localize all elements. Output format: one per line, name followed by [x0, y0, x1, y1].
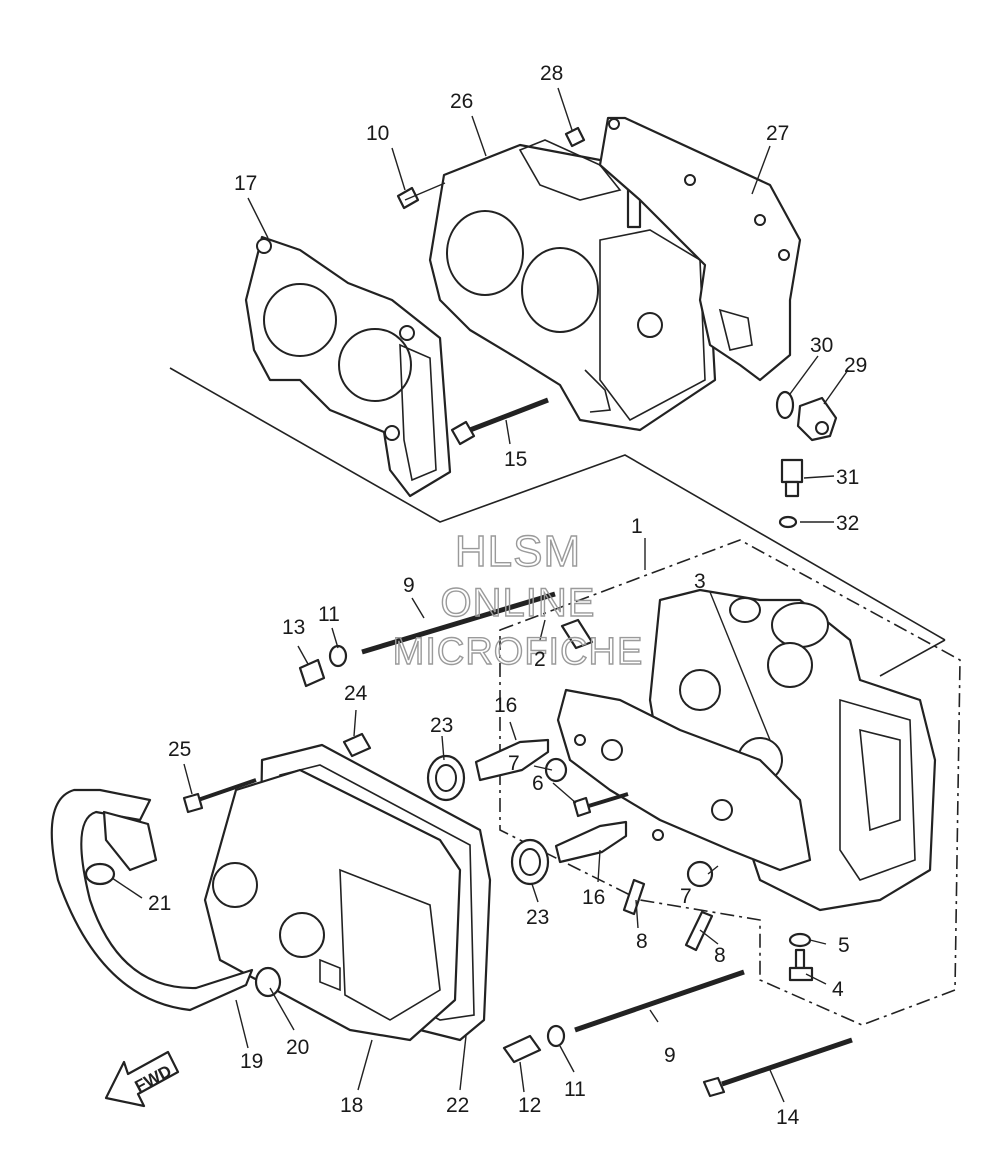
callout-13: 13 — [282, 616, 305, 639]
callout-23-upper: 23 — [430, 714, 453, 737]
callout-21: 21 — [148, 892, 171, 915]
plug-13[interactable] — [298, 658, 326, 688]
callout-11-upper: 11 — [318, 603, 340, 626]
callout-23-lower: 23 — [526, 906, 549, 929]
washer-11-upper[interactable] — [328, 644, 348, 668]
watermark-line1: HLSM — [455, 527, 581, 576]
callout-4: 4 — [832, 978, 844, 1001]
dowel-pin-10[interactable] — [396, 182, 446, 210]
bolt-15[interactable] — [450, 397, 549, 446]
oil-seal-23-lower[interactable] — [510, 838, 550, 886]
callout-29: 29 — [844, 354, 867, 377]
callout-12: 12 — [518, 1094, 541, 1117]
callout-8-left: 8 — [636, 930, 648, 953]
cylinder-gasket[interactable] — [598, 116, 802, 382]
temperature-sensor-31[interactable] — [780, 458, 804, 498]
hose-clamp-21[interactable] — [84, 862, 116, 886]
hose-clamp-20[interactable] — [254, 966, 282, 998]
washer-11-lower[interactable] — [546, 1024, 566, 1048]
lower-group-dashed-outline — [499, 539, 961, 1026]
bolt-4[interactable] — [788, 948, 814, 982]
cylinder-head[interactable] — [648, 588, 937, 912]
callout-31: 31 — [836, 466, 859, 489]
bolt-25[interactable] — [182, 778, 257, 814]
oil-seal-23-upper[interactable] — [426, 754, 466, 802]
o-ring-30[interactable] — [775, 390, 795, 420]
bolt-9-lower[interactable] — [574, 969, 745, 1033]
callout-labels: 1 2 3 4 5 6 7 7 8 8 9 9 10 11 11 12 13 1… — [148, 62, 867, 1129]
upper-group-outline — [169, 367, 946, 641]
callout-7-upper: 7 — [508, 752, 520, 775]
bolt-14[interactable] — [702, 1037, 853, 1098]
plug-12[interactable] — [502, 1034, 542, 1064]
callout-7-lower: 7 — [680, 885, 692, 908]
fwd-arrow-icon: FWD — [104, 1050, 180, 1108]
callout-30: 30 — [810, 334, 833, 357]
callout-2: 2 — [534, 648, 546, 671]
bolt-6[interactable] — [572, 792, 629, 818]
callout-3: 3 — [694, 570, 706, 593]
spring-8-right[interactable] — [684, 910, 714, 952]
upper-group-edge — [879, 639, 946, 677]
callout-1: 1 — [631, 515, 643, 538]
plug-29[interactable] — [796, 396, 838, 442]
callout-28: 28 — [540, 62, 563, 85]
dowel-24[interactable] — [342, 732, 372, 758]
leader-lines — [111, 87, 849, 1103]
washer-5[interactable] — [788, 932, 812, 948]
callout-9-lower: 9 — [664, 1044, 676, 1067]
callout-32: 32 — [836, 512, 859, 535]
spark-plug-16-lower[interactable] — [554, 820, 628, 864]
breather-hose[interactable] — [50, 788, 254, 1012]
dowel-pin-28[interactable] — [564, 126, 586, 148]
callout-22: 22 — [446, 1094, 469, 1117]
head-gasket[interactable] — [244, 235, 452, 498]
callout-19: 19 — [240, 1050, 263, 1073]
callout-9-upper: 9 — [403, 574, 415, 597]
callout-14: 14 — [776, 1106, 800, 1129]
callout-10: 10 — [366, 122, 389, 145]
fitting-2[interactable] — [560, 618, 594, 650]
callout-26: 26 — [450, 90, 473, 113]
bolt-9-upper[interactable] — [361, 591, 556, 655]
callout-17: 17 — [234, 172, 257, 195]
callout-18: 18 — [340, 1094, 363, 1117]
callout-16-lower: 16 — [582, 886, 605, 909]
callout-24: 24 — [344, 682, 368, 705]
spring-8-left[interactable] — [622, 878, 646, 916]
callout-27: 27 — [766, 122, 789, 145]
callout-15: 15 — [504, 448, 527, 471]
watermark-line2: ONLINE — [441, 581, 596, 625]
callout-5: 5 — [838, 934, 850, 957]
callout-6: 6 — [532, 772, 544, 795]
cap-7-lower[interactable] — [686, 860, 714, 888]
callout-8-right: 8 — [714, 944, 726, 967]
washer-32[interactable] — [778, 515, 798, 529]
callout-20: 20 — [286, 1036, 309, 1059]
watermark-line3: MICROFICHE — [393, 631, 644, 673]
watermark: HLSM ONLINE MICROFICHE — [392, 526, 644, 673]
cylinder-block[interactable] — [428, 139, 722, 432]
camshaft-assembly[interactable] — [556, 688, 812, 872]
cap-7-upper[interactable] — [544, 757, 568, 783]
callout-25: 25 — [168, 738, 191, 761]
callout-16-upper: 16 — [494, 694, 517, 717]
callout-11-lower: 11 — [564, 1078, 586, 1101]
spark-plug-16-upper[interactable] — [474, 738, 550, 782]
